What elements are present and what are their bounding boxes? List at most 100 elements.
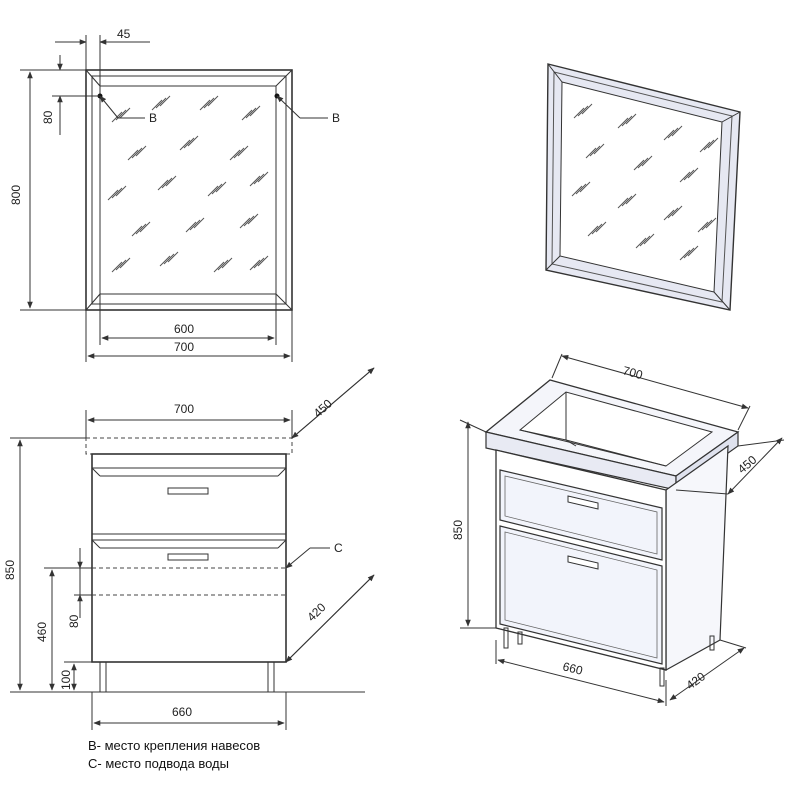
glass-hatch-stroke: [247, 213, 259, 225]
dim-mirror-inner-width: 600: [174, 322, 194, 336]
glass-hatch-stroke: [135, 145, 147, 157]
glass-hatch-stroke: [617, 197, 629, 209]
iso-leg-2: [659, 667, 665, 687]
glass-hatch-stroke: [155, 97, 167, 109]
dim-mirror-height: 800: [9, 185, 23, 205]
glass-hatch-stroke: [249, 105, 261, 117]
glass-hatch-stroke: [687, 245, 699, 257]
iso-basin: [518, 391, 714, 467]
glass-hatch-stroke: [119, 257, 131, 269]
glass-hatch-stroke: [189, 219, 201, 231]
glass-hatch-stroke: [107, 189, 119, 201]
glass-hatch-stroke: [199, 99, 211, 111]
glass-hatch-stroke: [183, 137, 195, 149]
glass-hatch-stroke: [187, 135, 199, 147]
glass-hatch-stroke: [237, 145, 249, 157]
glass-hatch-stroke: [211, 183, 223, 195]
glass-hatch-stroke: [115, 185, 127, 197]
glass-hatch-stroke: [221, 257, 233, 269]
glass-hatch-stroke: [257, 255, 269, 267]
cabinet-leg-right: [267, 661, 275, 693]
countertop-outline: [85, 437, 293, 455]
glass-hatch-stroke: [253, 257, 265, 269]
glass-hatch-stroke: [703, 139, 715, 151]
glass-hatch-stroke: [207, 185, 219, 197]
glass-hatch-stroke: [701, 219, 713, 231]
glass-hatch-stroke: [571, 185, 583, 197]
glass-reflection-hatch: [571, 103, 719, 261]
dim-water-height: 460: [35, 622, 49, 642]
dim-mirror-top-offset: 45: [117, 27, 131, 41]
glass-hatch-stroke: [167, 251, 179, 263]
glass-hatch-stroke: [585, 147, 597, 159]
glass-hatch-stroke: [617, 117, 629, 129]
glass-hatch-stroke: [119, 107, 131, 119]
glass-hatch-stroke: [233, 147, 245, 159]
glass-hatch-stroke: [577, 105, 589, 117]
glass-hatch-stroke: [131, 147, 143, 159]
mirror-frame-bevel: [91, 75, 287, 305]
glass-hatch-stroke: [699, 141, 711, 153]
cabinet-front-view: C 700 450 850 460 80 100 420: [3, 367, 375, 730]
glass-hatch-stroke: [243, 215, 255, 227]
iso-drawer-top: [499, 469, 663, 561]
glass-hatch-stroke: [595, 221, 607, 233]
iso-leg-4: [517, 631, 523, 645]
glass-hatch-stroke: [683, 247, 695, 259]
hook-leader-left: [99, 95, 119, 119]
glass-hatch-stroke: [185, 221, 197, 233]
glass-hatch-stroke: [573, 107, 585, 119]
glass-hatch-stroke: [589, 145, 601, 157]
glass-hatch-stroke: [687, 167, 699, 179]
hook-leader-right: [276, 95, 301, 119]
mirror-front-view: B B 45 80 800 600 700: [9, 27, 340, 362]
glass-hatch-stroke: [241, 109, 253, 121]
hook-label-left: B: [149, 111, 157, 125]
dim-iso-body-width: 660: [561, 659, 584, 678]
glass-hatch-stroke: [707, 137, 719, 149]
glass-hatch-stroke: [591, 223, 603, 235]
glass-hatch-stroke: [663, 209, 675, 221]
glass-hatch-stroke: [135, 223, 147, 235]
glass-hatch-stroke: [217, 259, 229, 271]
cabinet-body: [91, 453, 287, 663]
glass-hatch-stroke: [641, 155, 653, 167]
glass-hatch-stroke: [679, 171, 691, 183]
glass-hatch-stroke: [215, 181, 227, 193]
glass-hatch-stroke: [151, 99, 163, 111]
glass-hatch-stroke: [643, 233, 655, 245]
glass-hatch-stroke: [683, 169, 695, 181]
glass-hatch-stroke: [667, 127, 679, 139]
glass-hatch-stroke: [115, 259, 127, 271]
glass-hatch-stroke: [639, 235, 651, 247]
dim-mirror-hook-offset: 80: [41, 110, 55, 124]
glass-hatch-stroke: [249, 175, 261, 187]
glass-hatch-stroke: [127, 149, 139, 161]
mirror-glass: [99, 85, 277, 295]
glass-hatch-stroke: [587, 225, 599, 237]
drawer-top: [91, 467, 287, 535]
glass-hatch-stroke: [257, 171, 269, 183]
glass-hatch-stroke: [229, 149, 241, 161]
glass-hatch-stroke: [239, 217, 251, 229]
glass-hatch-stroke: [625, 113, 637, 125]
dim-iso-depth: 450: [735, 452, 760, 476]
drawer-bottom: [91, 539, 287, 663]
glass-hatch-stroke: [193, 217, 205, 229]
glass-hatch-stroke: [671, 205, 683, 217]
glass-hatch-stroke: [245, 107, 257, 119]
glass-hatch-stroke: [207, 95, 219, 107]
glass-hatch-stroke: [581, 103, 593, 115]
glass-hatch-stroke: [625, 193, 637, 205]
dim-cabinet-body-depth: 420: [304, 600, 328, 624]
glass-hatch-stroke: [667, 207, 679, 219]
dim-leg-height: 100: [59, 670, 73, 690]
glass-hatch-stroke: [679, 249, 691, 261]
legend: B- место крепления навесов C- место подв…: [88, 738, 260, 771]
legend-hook-point: B- место крепления навесов: [88, 738, 260, 753]
dim-cabinet-height: 850: [3, 560, 17, 580]
glass-hatch-stroke: [213, 261, 225, 273]
glass-hatch-stroke: [635, 237, 647, 249]
dim-iso-width: 700: [621, 363, 644, 382]
